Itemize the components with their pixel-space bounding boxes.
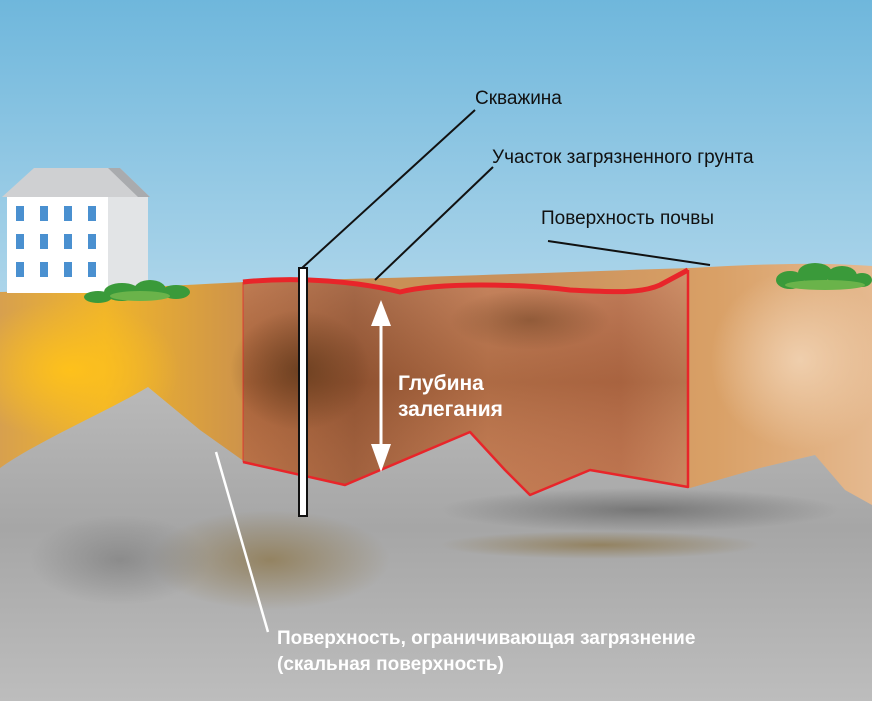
depth-label-line2: залегания: [398, 398, 503, 422]
depth-label-line1: Глубина: [398, 372, 484, 395]
bedrock-label-line1: Поверхность, ограничивающая загрязнение: [277, 628, 696, 649]
contamination-bottom-boundary: [242, 270, 690, 497]
contaminated-area-leader-line: [374, 166, 494, 281]
bedrock-label-line2: (скальная поверхность): [277, 653, 504, 675]
rock-brown-streak: [440, 531, 760, 559]
soil-surface-leader-line: [547, 240, 711, 266]
borehole-pipe: [298, 267, 308, 517]
building-icon: [2, 168, 150, 293]
bush-icon: [776, 263, 872, 290]
bedrock-leader-line: [214, 451, 270, 633]
contamination-dark-core: [450, 290, 610, 350]
rock-dark-band: [440, 488, 840, 532]
window-grid: [16, 206, 96, 277]
bush-icon: [84, 280, 190, 303]
bedrock-surface-label: Поверхность, ограничивающая загрязнение …: [277, 626, 695, 677]
soil-surface-label: Поверхность почвы: [541, 208, 715, 229]
borehole-label: Скважина: [475, 88, 562, 109]
bedrock-layer: [0, 387, 872, 701]
borehole-leader-line: [301, 109, 476, 269]
soil-light-glow: [710, 270, 872, 450]
double-arrow-icon: [371, 300, 391, 472]
contaminated-area-label: Участок загрязненного грунта: [492, 147, 754, 168]
contamination-top-boundary: [242, 267, 690, 295]
rock-dark-pocket: [30, 515, 210, 605]
depth-label: Глубина залегания: [398, 371, 503, 424]
rock-dark-pocket: [150, 510, 390, 610]
